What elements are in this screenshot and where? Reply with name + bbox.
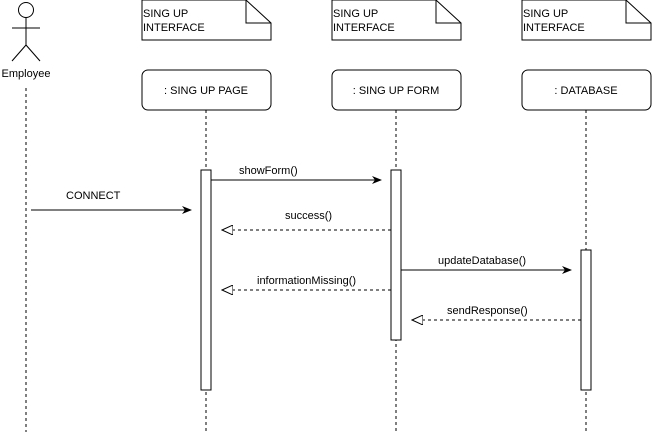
- message-information-missing: informationMissing(): [222, 275, 391, 290]
- lifeline-label: : SING UP FORM: [353, 85, 440, 97]
- note-line1: SING UP: [143, 8, 188, 20]
- note-line1: SING UP: [523, 8, 568, 20]
- message-label: updateDatabase(): [438, 255, 526, 267]
- note-line2: INTERFACE: [333, 22, 395, 34]
- sing-up-form-box: : SING UP FORM: [331, 69, 462, 111]
- database-activation: [580, 249, 592, 391]
- message-label: CONNECT: [66, 190, 121, 202]
- message-show-form: showForm(): [211, 165, 382, 184]
- note-line2: INTERFACE: [523, 22, 585, 34]
- message-update-database: updateDatabase(): [401, 255, 572, 274]
- lifeline-label: : SING UP PAGE: [164, 85, 248, 97]
- stick-figure-actor-icon: [11, 2, 41, 62]
- note-database: SING UP INTERFACE: [521, 0, 652, 41]
- note-sing-up-form: SING UP INTERFACE: [331, 0, 462, 41]
- message-label: informationMissing(): [257, 275, 356, 287]
- message-label: showForm(): [239, 165, 298, 177]
- actor-label: Employee: [2, 68, 51, 80]
- message-label: success(): [285, 210, 332, 222]
- employee-actor: Employee: [2, 2, 51, 80]
- note-line2: INTERFACE: [143, 22, 205, 34]
- lifeline-label: : DATABASE: [554, 85, 617, 97]
- note-sing-up-page: SING UP INTERFACE: [141, 0, 272, 41]
- database-box: : DATABASE: [521, 69, 652, 111]
- message-label: sendResponse(): [447, 305, 528, 317]
- note-line1: SING UP: [333, 8, 378, 20]
- message-send-response: sendResponse(): [412, 305, 581, 320]
- message-success: success(): [222, 210, 391, 230]
- sing-up-form-activation: [390, 169, 402, 341]
- message-connect: CONNECT: [31, 190, 192, 214]
- sing-up-page-activation: [200, 169, 212, 391]
- sing-up-page-box: : SING UP PAGE: [141, 69, 272, 111]
